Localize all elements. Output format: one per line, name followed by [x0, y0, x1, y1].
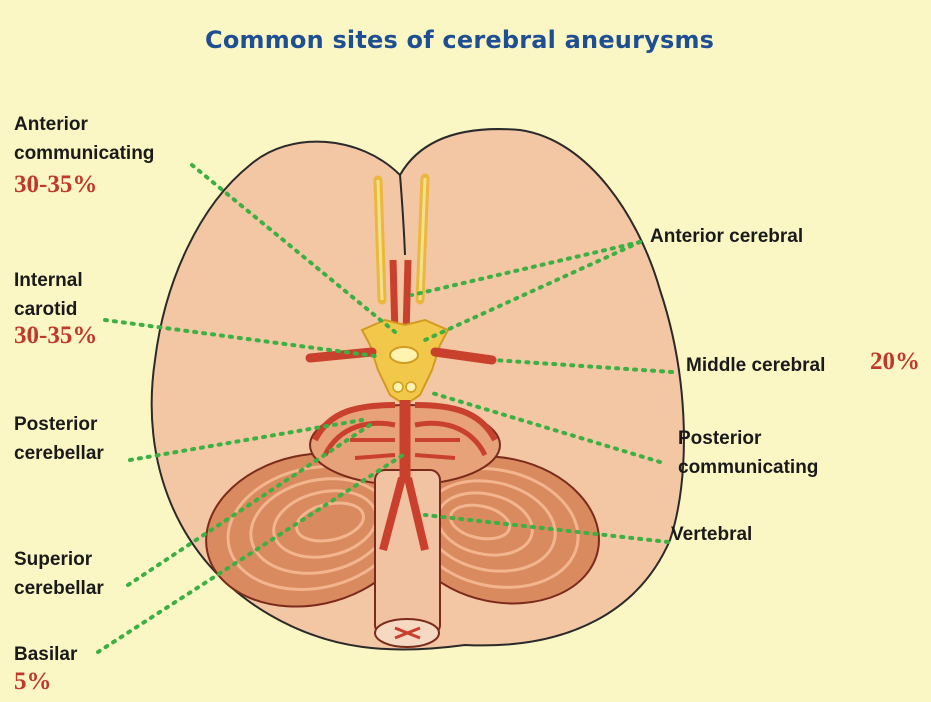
- label-posterior-communicating-line2: communicating: [678, 457, 819, 478]
- diagram-title: Common sites of cerebral aneurysms: [205, 26, 715, 54]
- label-anterior-communicating-line1: Anterior: [14, 114, 88, 135]
- label-posterior-communicating: Posterior communicating: [678, 424, 818, 482]
- label-basilar: Basilar: [14, 644, 78, 665]
- leader-posterior-communicating: [430, 391, 662, 464]
- label-superior-cerebellar-line1: Superior: [14, 549, 93, 570]
- middle-cerebral-artery-right: [430, 347, 497, 365]
- label-internal-carotid-line2: carotid: [14, 299, 78, 320]
- label-posterior-cerebellar: Posterior cerebellar: [14, 410, 104, 468]
- leader-internal-carotid: [103, 318, 377, 358]
- leader-anterior-communicating: [190, 163, 397, 334]
- vertebral-artery-left: [379, 476, 406, 552]
- posterior-cerebral-artery-right: [414, 402, 498, 442]
- leader-superior-cerebellar: [126, 423, 372, 587]
- leader-posterior-cerebellar: [128, 418, 364, 462]
- label-anterior-cerebral: Anterior cerebral: [650, 226, 804, 247]
- leader-anterior-cerebral-upper: [410, 240, 642, 297]
- label-superior-cerebellar: Superior cerebellar: [14, 545, 104, 603]
- medulla: [374, 469, 441, 636]
- label-internal-carotid: Internal carotid: [14, 266, 83, 324]
- label-posterior-cerebellar-line1: Posterior: [14, 414, 98, 435]
- percent-anterior-communicating: 30-35%: [14, 171, 98, 198]
- label-internal-carotid-line1: Internal: [14, 270, 83, 291]
- superior-cerebellar-artery-left: [322, 420, 396, 457]
- label-vertebral: Vertebral: [671, 524, 753, 545]
- vertebral-artery-right: [404, 477, 429, 551]
- label-anterior-communicating: Anterior communicating: [14, 110, 154, 168]
- label-anterior-communicating-line2: communicating: [14, 143, 155, 164]
- posterior-cerebral-artery-left: [312, 402, 396, 442]
- anterior-cerebral-artery-right: [402, 259, 412, 336]
- percent-middle-cerebral: 20%: [870, 348, 920, 375]
- leader-middle-cerebral: [491, 358, 674, 374]
- superior-cerebellar-artery-right: [414, 420, 488, 457]
- middle-cerebral-artery-left: [305, 347, 377, 363]
- label-superior-cerebellar-line2: cerebellar: [14, 578, 104, 599]
- label-posterior-communicating-line1: Posterior: [678, 428, 762, 449]
- label-middle-cerebral: Middle cerebral: [686, 355, 826, 376]
- label-posterior-cerebellar-line2: cerebellar: [14, 443, 104, 464]
- interhemispheric-fissure: [399, 174, 406, 256]
- leader-anterior-cerebral-lower: [423, 240, 642, 342]
- percent-basilar: 5%: [14, 668, 52, 695]
- percent-internal-carotid: 30-35%: [14, 322, 98, 349]
- leader-basilar: [96, 453, 405, 654]
